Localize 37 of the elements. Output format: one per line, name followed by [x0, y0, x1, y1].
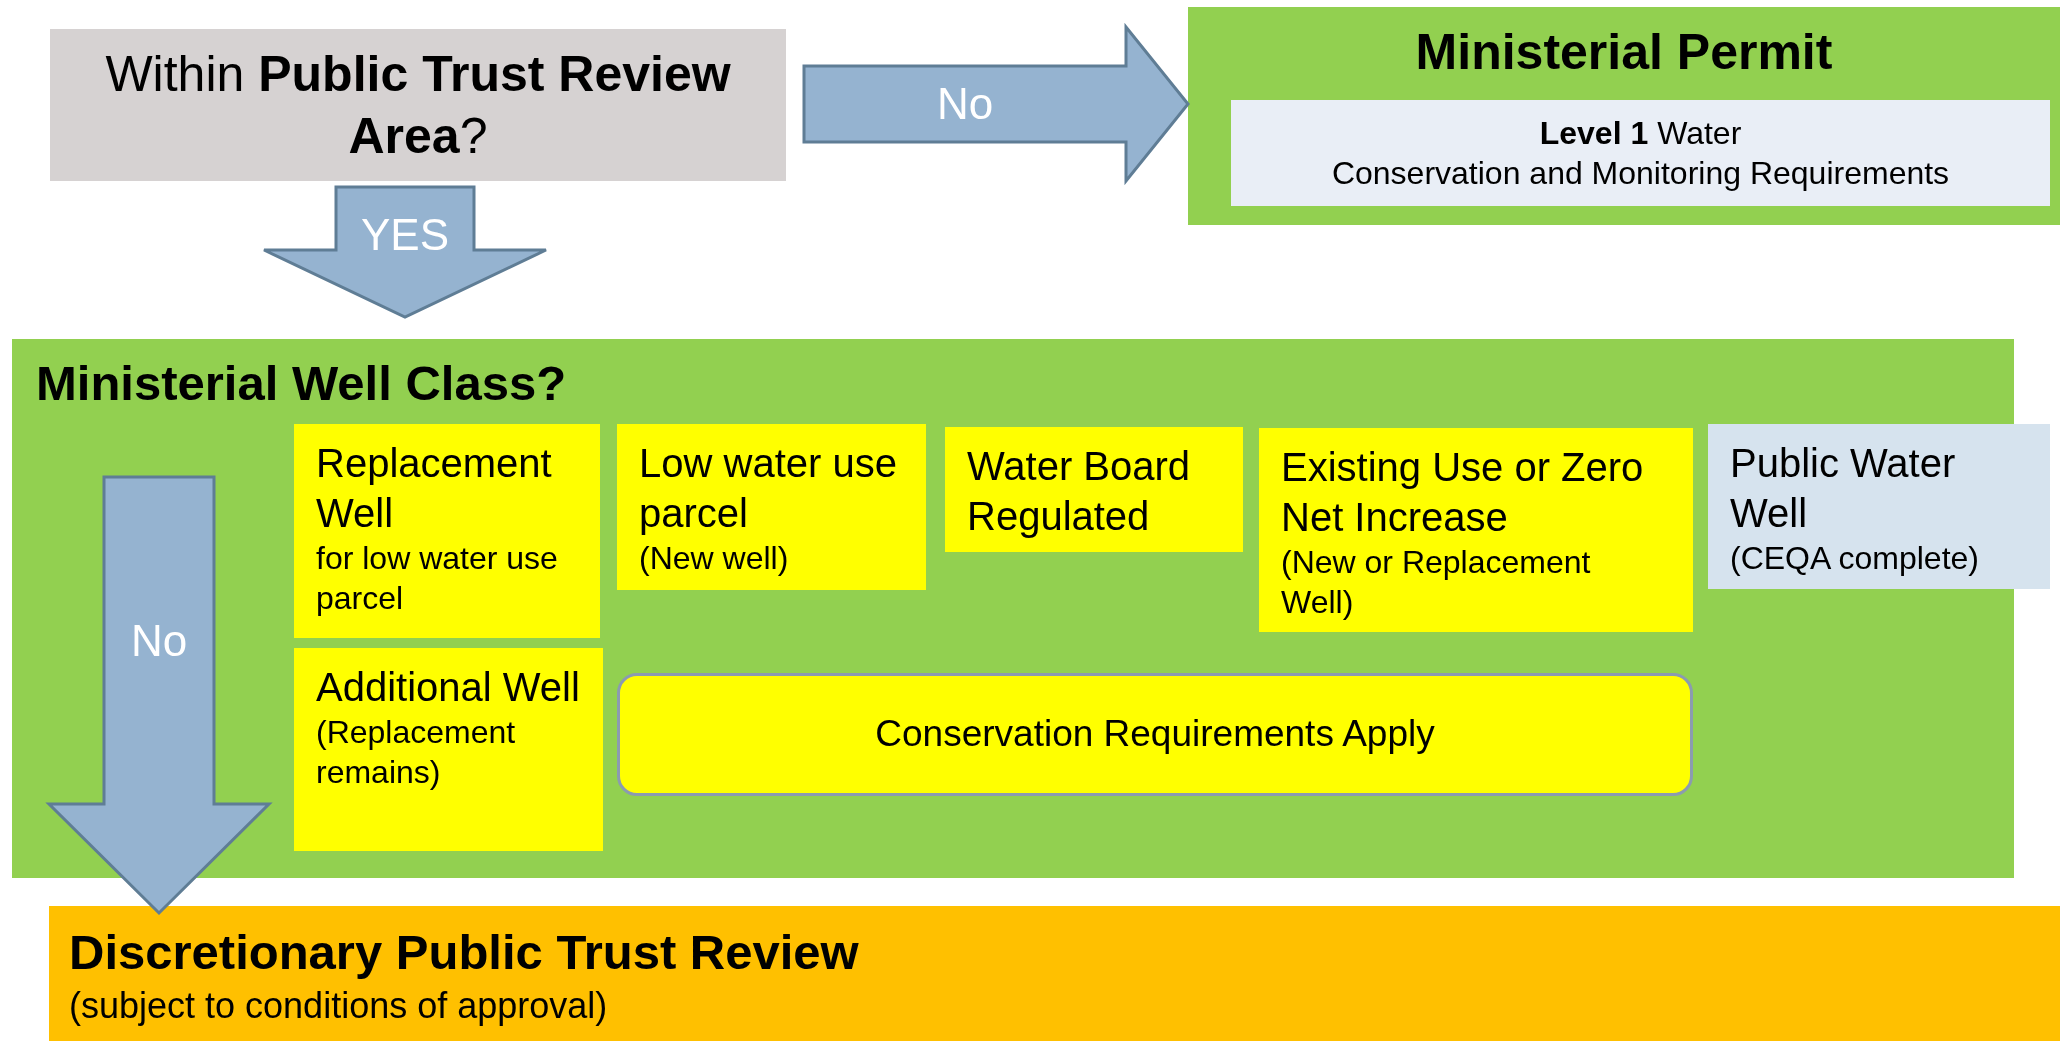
block-arrow — [802, 22, 1190, 186]
node-title: Conservation Requirements Apply — [874, 712, 1436, 757]
node-subtitle: (New well) — [639, 539, 790, 578]
decision-box — [50, 29, 786, 181]
node-title: Additional Well — [316, 664, 581, 711]
well-class-box — [1259, 428, 1693, 632]
block-arrow — [262, 185, 548, 319]
well-class-box — [1708, 424, 2050, 589]
node-title: Discretionary Public Trust Review — [69, 924, 860, 981]
node-subtitle: Conservation and Monitoring Requirements — [1330, 154, 1951, 193]
outcome-box — [49, 906, 2060, 1041]
node-title: Existing Use or Zero Net Increase — [1281, 444, 1645, 541]
requirement-box — [617, 673, 1693, 796]
node-subtitle: (subject to conditions of approval) — [69, 984, 609, 1029]
node-title: Ministerial Well Class? — [36, 355, 568, 412]
well-class-box — [294, 424, 600, 638]
decision-panel — [12, 339, 2014, 878]
node-subtitle: (New or Replacement Well) — [1281, 543, 1592, 622]
node-title: Water Board Regulated — [967, 443, 1192, 540]
node-title: Low water use parcel — [639, 440, 898, 537]
edge-label: No — [130, 615, 188, 666]
node-subtitle: (Replacement remains) — [316, 713, 517, 792]
node-subtitle: (CEQA complete) — [1730, 539, 1980, 578]
node-title: Replacement Well — [316, 440, 553, 537]
edge-label: YES — [361, 210, 449, 260]
outcome-box — [1188, 7, 2060, 225]
requirement-box — [1231, 100, 2050, 206]
node-title: Ministerial Permit — [1414, 23, 1834, 82]
well-class-box — [945, 427, 1243, 552]
well-class-box — [617, 424, 926, 590]
node-title: Public Water Well — [1730, 440, 1957, 537]
node-title: Within Public Trust Review Area? — [104, 44, 732, 166]
node-title: Level 1 Water — [1538, 114, 1743, 153]
well-class-box — [294, 648, 603, 851]
edge-label: No — [936, 79, 994, 129]
node-subtitle: for low water use parcel — [316, 539, 559, 618]
block-arrow — [45, 475, 273, 916]
